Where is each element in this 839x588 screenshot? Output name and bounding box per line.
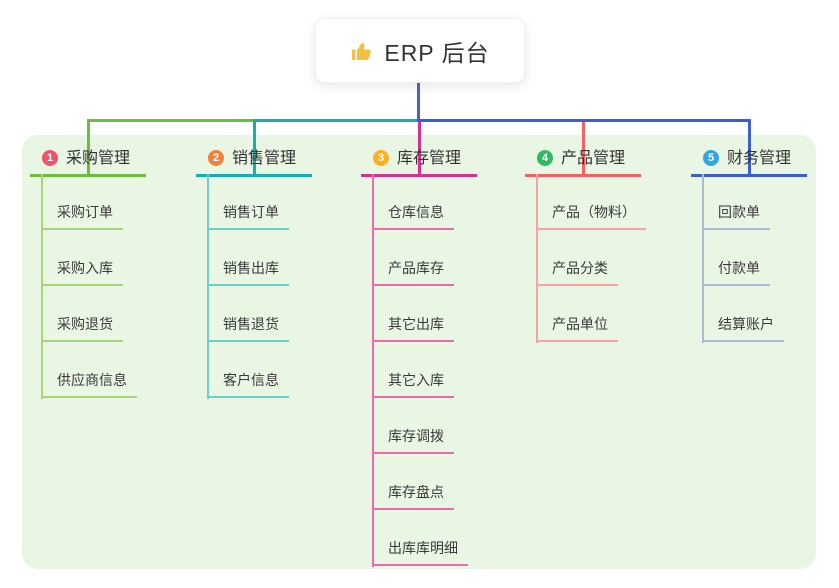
child-item[interactable]: 付款单: [702, 259, 770, 286]
child-item[interactable]: 结算账户: [702, 315, 784, 342]
child-item[interactable]: 产品库存: [372, 259, 454, 286]
children-vertical-connector: [207, 174, 209, 399]
branch-label[interactable]: 财务管理: [727, 150, 792, 167]
branch-bus-connector: [252, 119, 417, 122]
branch-underline: [525, 174, 641, 177]
root-stem-connector: [417, 83, 420, 122]
root-node-title: ERP 后台: [384, 39, 490, 66]
branch-label[interactable]: 库存管理: [397, 150, 462, 167]
branch-underline: [361, 174, 477, 177]
branch-badge-number: 5: [703, 150, 719, 166]
branch-drop-connector: [747, 119, 751, 174]
children-vertical-connector: [702, 174, 704, 343]
root-node-erp[interactable]: ERP 后台: [315, 18, 525, 83]
child-item[interactable]: 销售订单: [207, 203, 289, 230]
branch-drop-connector: [86, 119, 90, 174]
branch-badge-number: 2: [208, 150, 224, 166]
branch-underline: [691, 174, 807, 177]
child-item[interactable]: 产品（物料）: [536, 203, 646, 230]
branch-label[interactable]: 产品管理: [561, 150, 626, 167]
child-item[interactable]: 产品分类: [536, 259, 618, 286]
child-item[interactable]: 库存调拨: [372, 427, 454, 454]
thumbs-up-icon: [350, 39, 374, 63]
branch-drop-connector: [581, 122, 585, 174]
branch-bus-connector: [417, 119, 751, 122]
branch-label[interactable]: 采购管理: [66, 150, 131, 167]
child-item[interactable]: 库存盘点: [372, 483, 454, 510]
branch-drop-connector: [417, 122, 421, 174]
child-item[interactable]: 供应商信息: [41, 371, 137, 398]
branch-underline: [30, 174, 146, 177]
child-item[interactable]: 其它出库: [372, 315, 454, 342]
child-item[interactable]: 采购入库: [41, 259, 123, 286]
child-item[interactable]: 出库库明细: [372, 539, 468, 566]
child-item[interactable]: 采购订单: [41, 203, 123, 230]
child-item[interactable]: 回款单: [702, 203, 770, 230]
children-vertical-connector: [41, 174, 43, 399]
children-vertical-connector: [536, 174, 538, 343]
child-item[interactable]: 其它入库: [372, 371, 454, 398]
child-item[interactable]: 客户信息: [207, 371, 289, 398]
branch-bus-connector: [86, 119, 253, 122]
child-item[interactable]: 销售出库: [207, 259, 289, 286]
branch-badge-number: 4: [537, 150, 553, 166]
children-vertical-connector: [372, 174, 374, 567]
child-item[interactable]: 采购退货: [41, 315, 123, 342]
child-item[interactable]: 仓库信息: [372, 203, 454, 230]
child-item[interactable]: 销售退货: [207, 315, 289, 342]
branch-drop-connector: [252, 119, 256, 174]
branch-badge-number: 1: [42, 150, 58, 166]
branch-badge-number: 3: [373, 150, 389, 166]
child-item[interactable]: 产品单位: [536, 315, 618, 342]
branch-underline: [196, 174, 312, 177]
branches-panel: [22, 135, 816, 569]
branch-label[interactable]: 销售管理: [232, 150, 297, 167]
